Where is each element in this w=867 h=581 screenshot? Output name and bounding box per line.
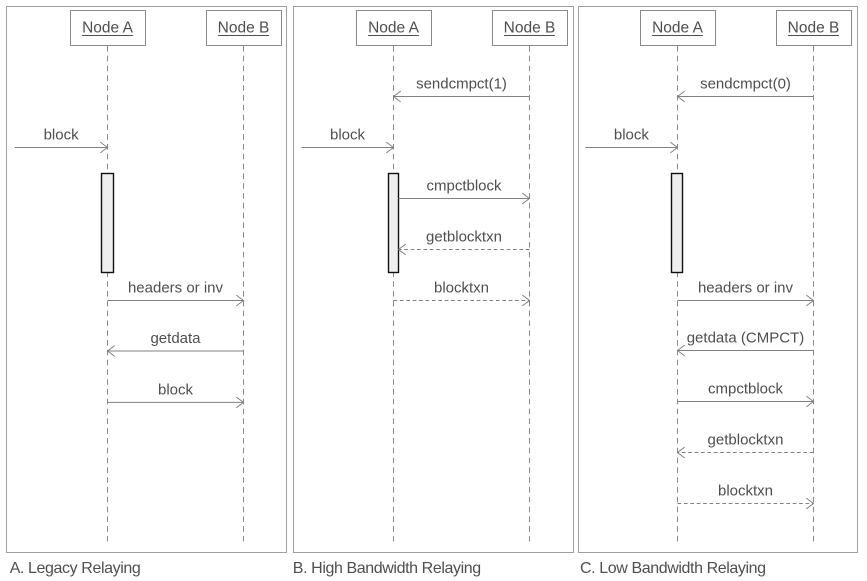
svg-text:block: block — [44, 127, 80, 144]
svg-text:Node B: Node B — [504, 20, 556, 37]
svg-text:Node A: Node A — [82, 20, 134, 37]
svg-text:sendcmpct(1): sendcmpct(1) — [416, 76, 507, 93]
svg-text:A. Legacy Relaying: A. Legacy Relaying — [10, 560, 141, 577]
svg-text:blocktxn: blocktxn — [434, 280, 489, 297]
svg-text:getdata (CMPCT): getdata (CMPCT) — [687, 330, 805, 347]
svg-text:block: block — [330, 127, 366, 144]
svg-text:Node A: Node A — [368, 20, 420, 37]
svg-text:block: block — [614, 127, 650, 144]
svg-text:getdata: getdata — [150, 330, 201, 347]
svg-text:blocktxn: blocktxn — [718, 483, 773, 500]
svg-text:Node B: Node B — [218, 20, 270, 37]
svg-text:getblocktxn: getblocktxn — [426, 229, 502, 246]
svg-text:Node A: Node A — [652, 20, 704, 37]
svg-text:sendcmpct(0): sendcmpct(0) — [700, 76, 791, 93]
svg-text:cmpctblock: cmpctblock — [708, 381, 784, 398]
svg-text:B. High Bandwidth Relaying: B. High Bandwidth Relaying — [293, 560, 481, 577]
svg-text:C. Low Bandwidth Relaying: C. Low Bandwidth Relaying — [580, 560, 766, 577]
svg-text:headers or inv: headers or inv — [128, 280, 224, 297]
svg-text:Node B: Node B — [788, 20, 840, 37]
svg-text:headers or inv: headers or inv — [698, 280, 794, 297]
svg-text:getblocktxn: getblocktxn — [708, 432, 784, 449]
svg-text:cmpctblock: cmpctblock — [426, 178, 502, 195]
svg-text:block: block — [158, 381, 194, 398]
